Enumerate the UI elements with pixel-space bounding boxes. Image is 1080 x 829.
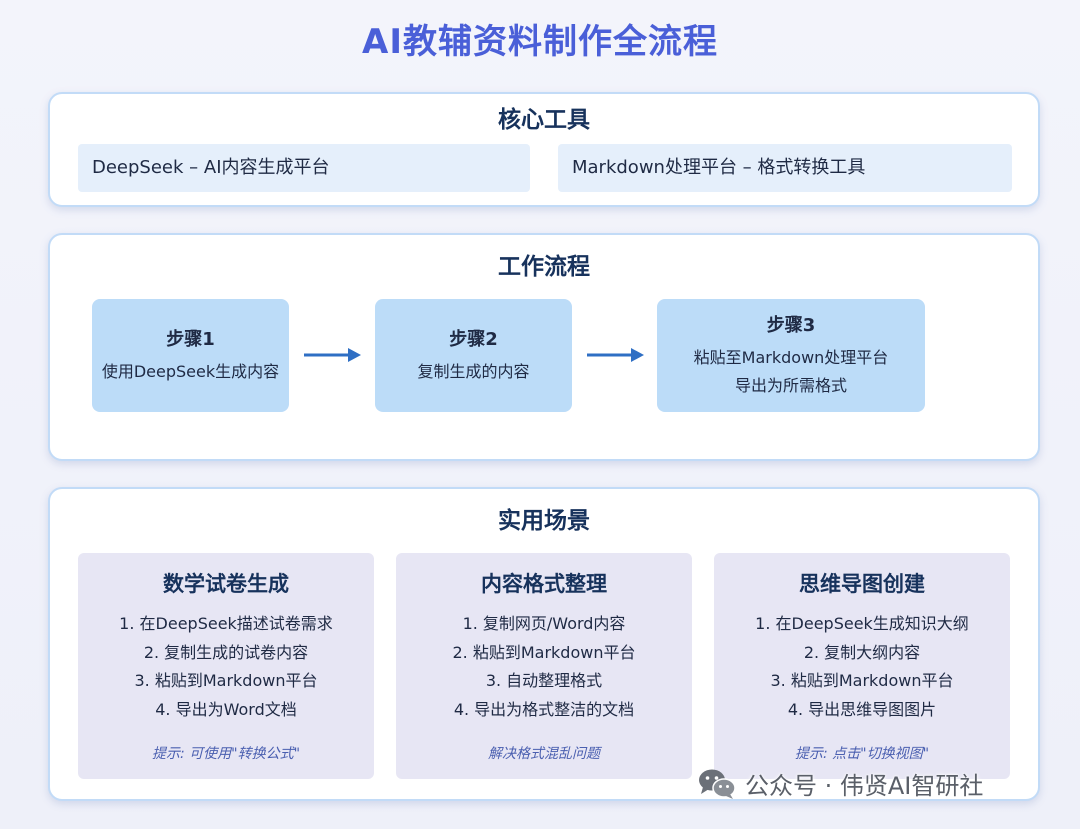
list-item: 4. 导出为格式整洁的文档: [453, 699, 635, 719]
list-item: 3. 自动整理格式: [485, 671, 603, 690]
card-title: 数学试卷生成: [163, 572, 289, 596]
list-item: 1. 在DeepSeek生成知识大纲: [755, 614, 969, 633]
step-1-title: 步骤1: [166, 329, 215, 350]
list-item: 1. 在DeepSeek描述试卷需求: [119, 614, 333, 633]
scenarios-panel: 实用场景 数学试卷生成 1. 在DeepSeek描述试卷需求 2. 复制生成的试…: [48, 487, 1040, 801]
card-steps: 1. 在DeepSeek生成知识大纲 2. 复制大纲内容 3. 粘贴到Markd…: [714, 610, 1010, 724]
card-title: 内容格式整理: [481, 572, 607, 596]
step-3-line-2: 导出为所需格式: [734, 376, 847, 395]
step-3-title: 步骤3: [766, 315, 816, 336]
list-item: 3. 粘贴到Markdown平台: [770, 671, 954, 690]
card-steps: 1. 复制网页/Word内容 2. 粘贴到Markdown平台 3. 自动整理格…: [396, 610, 692, 724]
card-hint: 解决格式混乱问题: [488, 746, 600, 762]
list-item: 2. 复制生成的试卷内容: [143, 642, 309, 662]
scenario-card-mindmap: 思维导图创建 1. 在DeepSeek生成知识大纲 2. 复制大纲内容 3. 粘…: [714, 553, 1010, 779]
step-2-title: 步骤2: [449, 329, 498, 350]
wechat-icon: [699, 769, 736, 799]
scenario-card-math: 数学试卷生成 1. 在DeepSeek描述试卷需求 2. 复制生成的试卷内容 3…: [78, 553, 374, 779]
step-1-box: 步骤1 使用DeepSeek生成内容: [92, 299, 289, 412]
arrow-right-icon: [587, 348, 644, 362]
list-item: 2. 复制大纲内容: [803, 642, 921, 662]
watermark-text: 公众号 · 伟贤AI智研社: [745, 772, 984, 800]
step-3-box: 步骤3 粘贴至Markdown处理平台 导出为所需格式: [657, 299, 925, 412]
workflow-heading: 工作流程: [498, 254, 590, 280]
scenarios-heading: 实用场景: [498, 508, 590, 534]
step-1-line-1: 使用DeepSeek生成内容: [101, 362, 280, 381]
watermark: 公众号 · 伟贤AI智研社: [697, 766, 983, 801]
scenario-card-format: 内容格式整理 1. 复制网页/Word内容 2. 粘贴到Markdown平台 3…: [396, 553, 692, 779]
list-item: 3. 粘贴到Markdown平台: [134, 671, 318, 690]
list-item: 1. 复制网页/Word内容: [462, 614, 626, 633]
step-2-box: 步骤2 复制生成的内容: [375, 299, 572, 412]
tool-markdown: Markdown处理平台 – 格式转换工具: [558, 144, 1012, 192]
tool-deepseek: DeepSeek – AI内容生成平台: [78, 144, 530, 192]
core-tools-panel: 核心工具 DeepSeek – AI内容生成平台 Markdown处理平台 – …: [48, 92, 1040, 207]
page-title: AI教辅资料制作全流程: [362, 22, 718, 62]
list-item: 4. 导出为Word文档: [155, 699, 297, 719]
workflow-panel: 工作流程 步骤1 使用DeepSeek生成内容 步骤2 复制生成的内容 步骤3 …: [48, 233, 1040, 461]
list-item: 2. 粘贴到Markdown平台: [452, 642, 636, 662]
card-title: 思维导图创建: [799, 572, 925, 596]
step-3-line-1: 粘贴至Markdown处理平台: [693, 348, 889, 367]
card-steps: 1. 在DeepSeek描述试卷需求 2. 复制生成的试卷内容 3. 粘贴到Ma…: [78, 610, 374, 724]
card-hint: 提示: 点击"切换视图": [794, 746, 930, 762]
arrow-right-icon: [304, 348, 361, 362]
core-tools-heading: 核心工具: [498, 107, 590, 133]
list-item: 4. 导出思维导图图片: [787, 699, 937, 719]
step-2-line-1: 复制生成的内容: [417, 362, 530, 381]
card-hint: 提示: 可使用"转换公式": [151, 746, 301, 762]
